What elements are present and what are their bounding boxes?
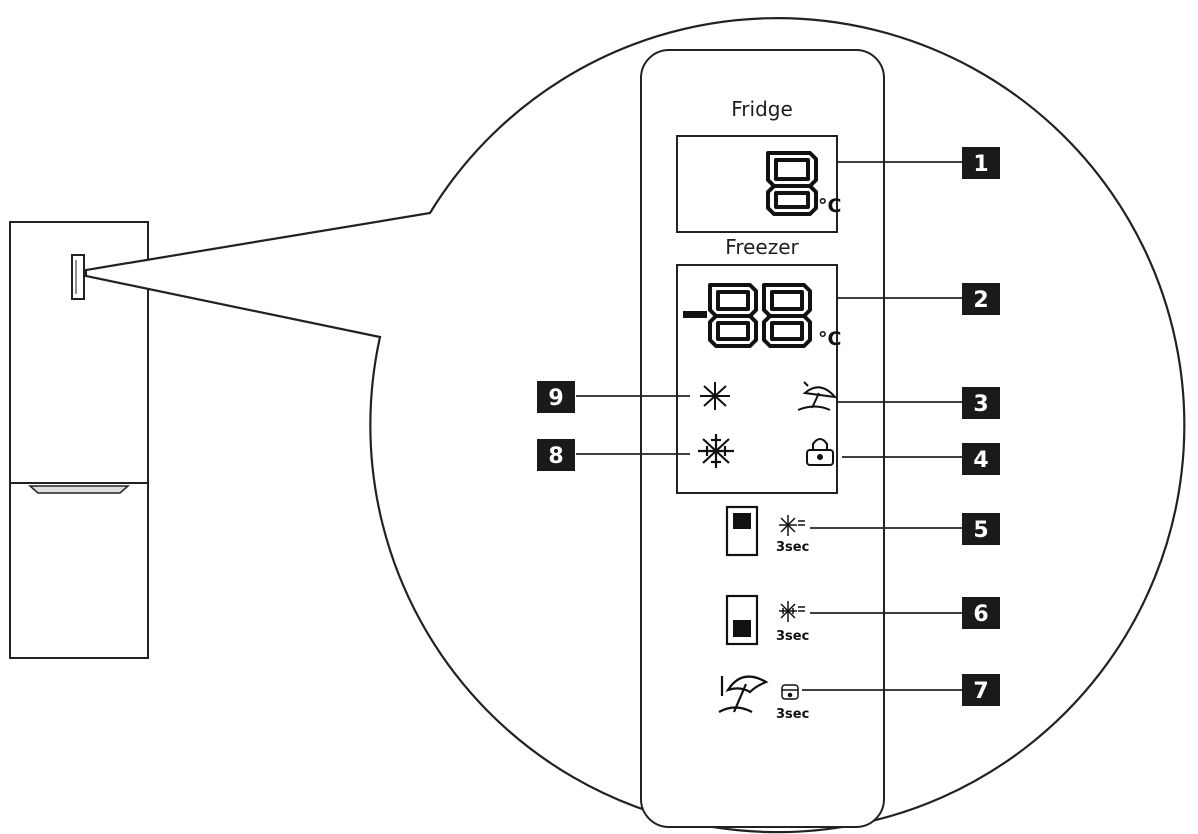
callout-1: 1 (962, 147, 1000, 179)
super-freeze-icon (698, 434, 734, 468)
super-freeze-hold-icon (779, 601, 805, 622)
fridge-label: Fridge (731, 97, 793, 121)
svg-text:7: 7 (973, 679, 988, 704)
callout-9: 9 (537, 381, 575, 413)
svg-text:8: 8 (548, 444, 563, 469)
svg-text:2: 2 (973, 288, 988, 313)
lock-hold-icon (781, 684, 799, 700)
freezer-temp-digits (683, 283, 812, 348)
fridge-appliance (9, 221, 149, 659)
lock-icon (806, 438, 834, 466)
svg-text:3: 3 (973, 392, 988, 417)
freezer-label: Freezer (725, 235, 799, 259)
panel-location-marker (71, 254, 85, 300)
callout-2: 2 (962, 283, 1000, 315)
svg-text:6: 6 (973, 602, 988, 627)
fridge-temp-digit (766, 151, 818, 216)
freezer-unit: °C (818, 328, 841, 350)
fridge-button-hold-label: 3sec (776, 540, 809, 555)
holiday-button-hold-label: 3sec (776, 707, 809, 722)
svg-text:1: 1 (973, 152, 988, 177)
freezer-button-hold-label: 3sec (776, 629, 809, 644)
callout-7: 7 (962, 674, 1000, 706)
freezer-button-icon[interactable] (725, 594, 759, 646)
svg-text:4: 4 (973, 448, 988, 473)
magnifier-circle (84, 17, 1186, 834)
fridge-unit: °C (818, 195, 841, 217)
callout-8: 8 (537, 439, 575, 471)
leader-lines (576, 161, 962, 691)
super-cool-hold-icon (779, 515, 805, 536)
svg-text:5: 5 (973, 518, 988, 543)
callout-4: 4 (962, 443, 1000, 475)
holiday-icon (797, 381, 838, 411)
holiday-button-icon[interactable] (718, 675, 769, 713)
callout-5: 5 (962, 513, 1000, 545)
svg-text:9: 9 (548, 386, 563, 411)
super-cool-icon (700, 382, 730, 410)
callout-3: 3 (962, 387, 1000, 419)
callout-6: 6 (962, 597, 1000, 629)
fridge-button-icon[interactable] (725, 505, 759, 557)
